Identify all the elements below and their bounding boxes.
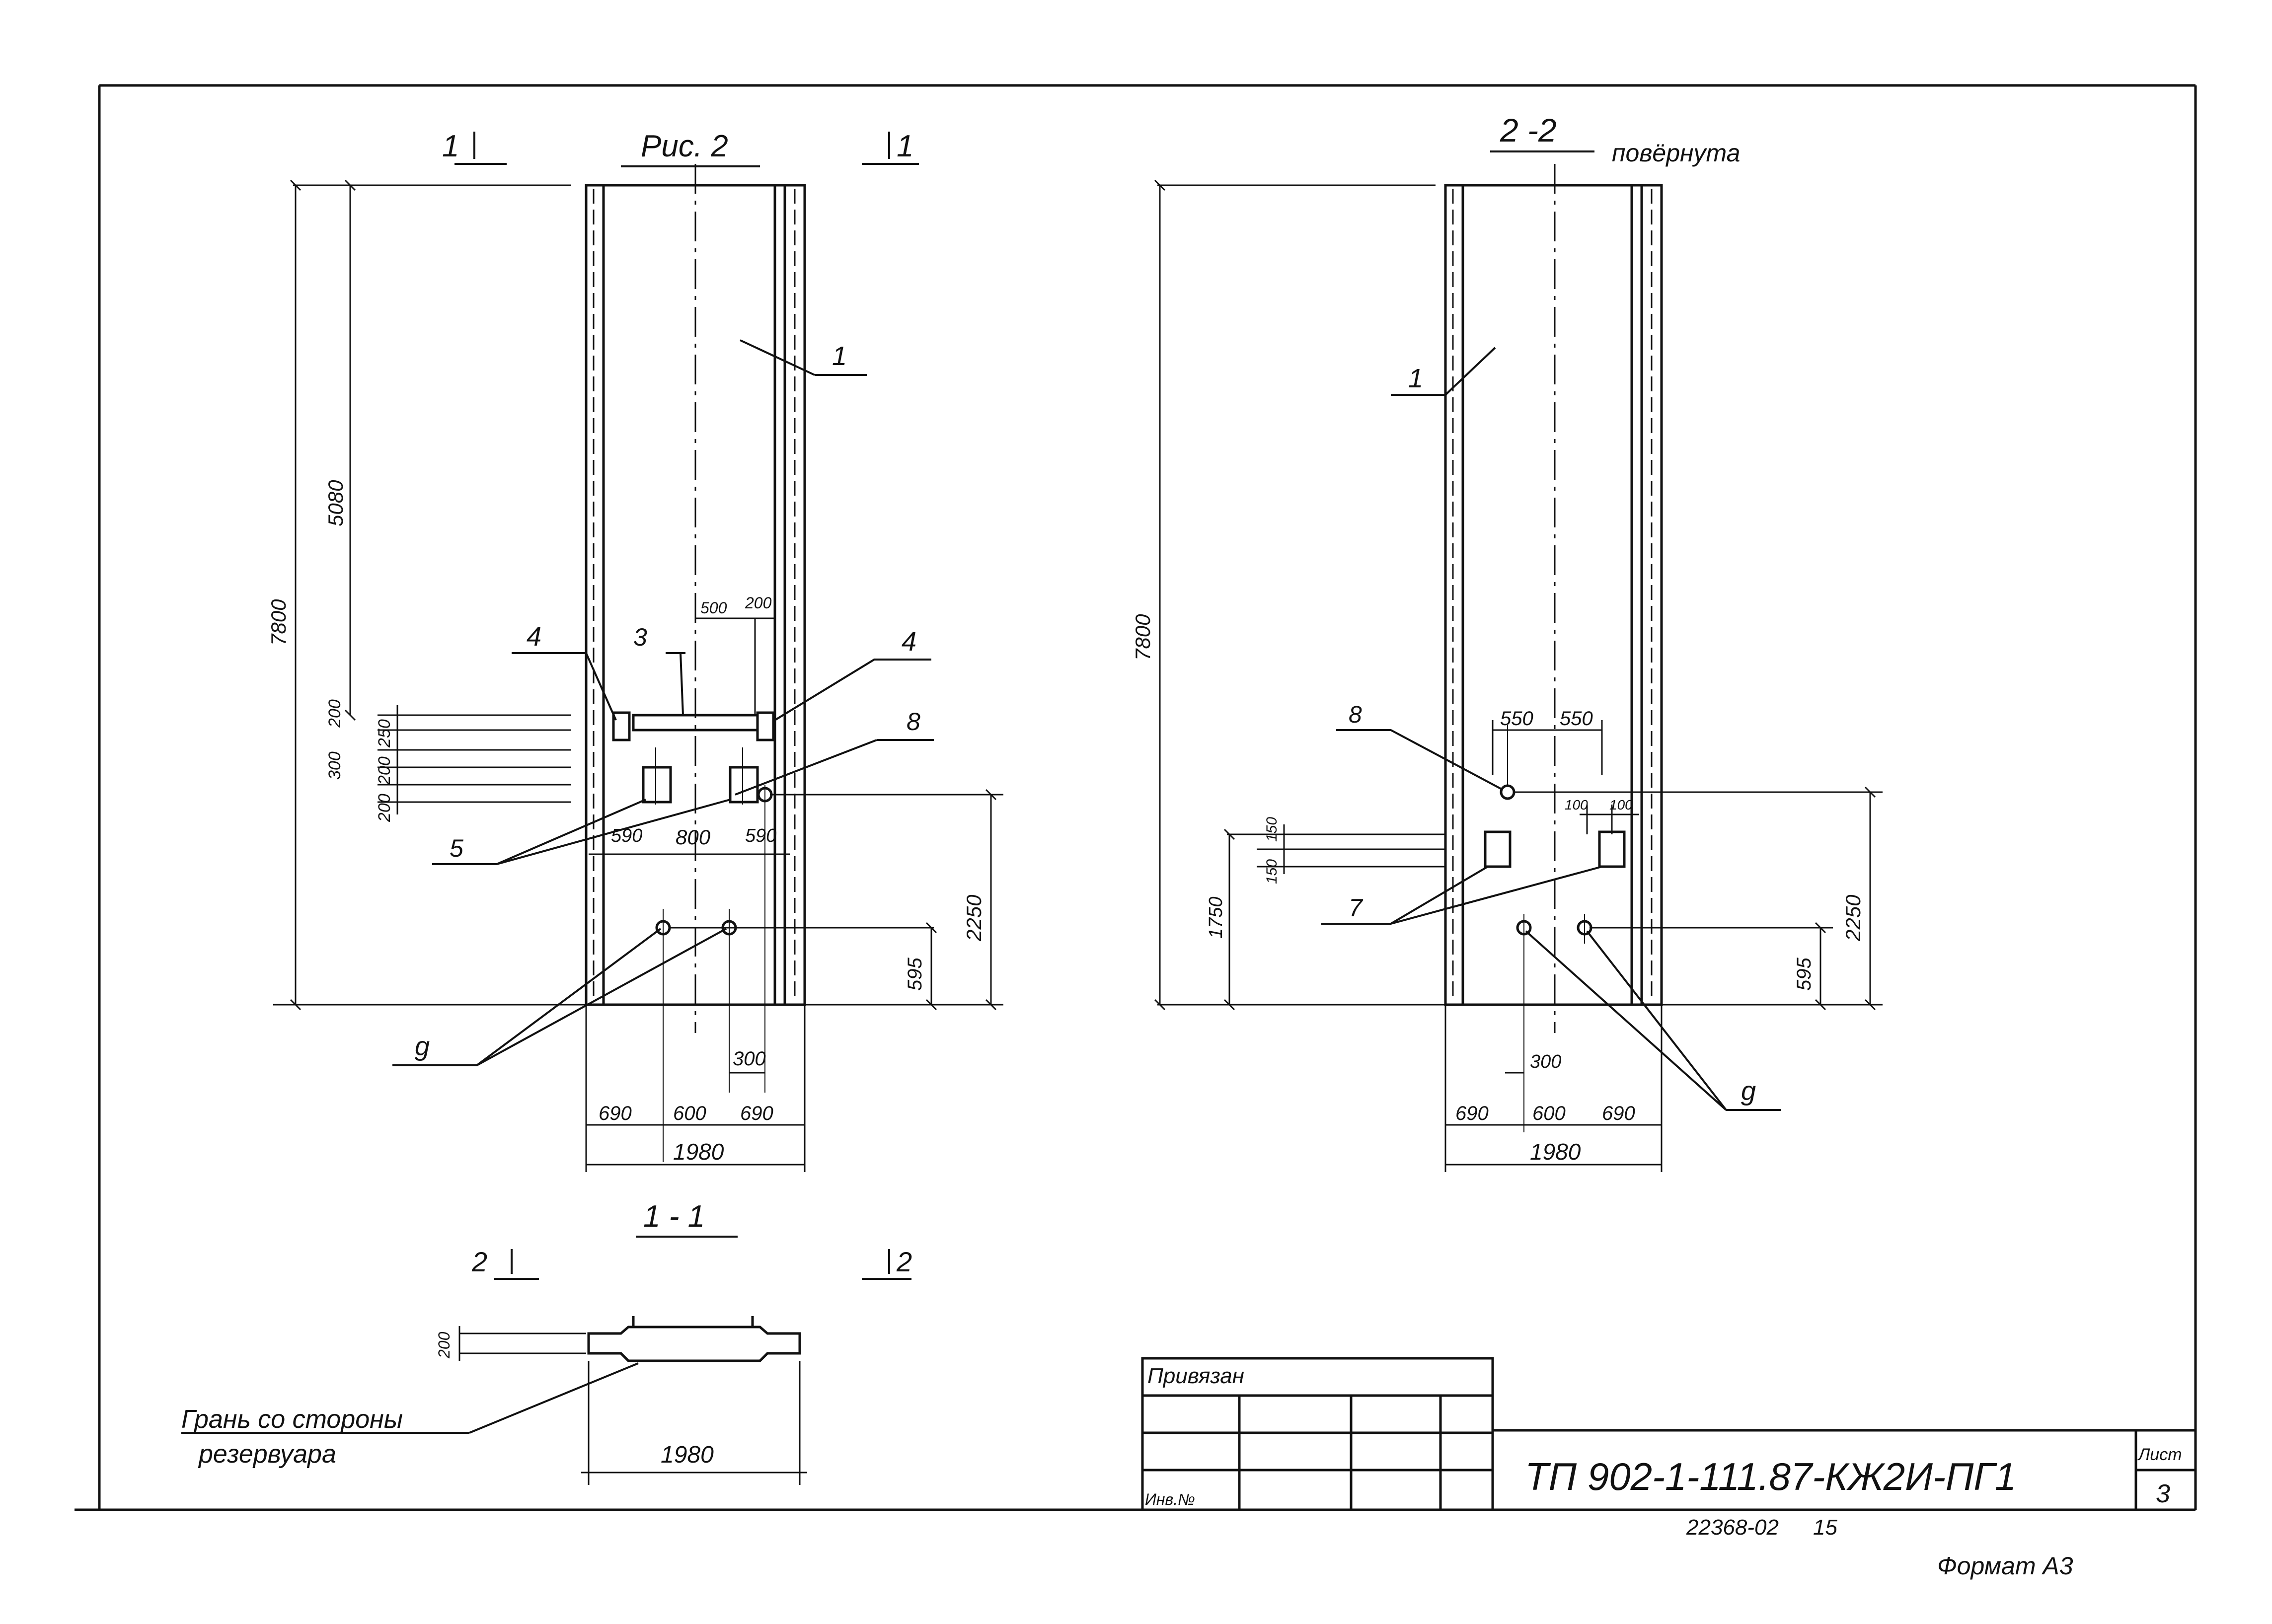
callout-9-right: g <box>1741 1076 1756 1106</box>
right-view-subtitle: повёрнута <box>1612 139 1740 167</box>
section-view-title: 1 - 1 <box>643 1199 705 1234</box>
callout-4-right: 4 <box>902 627 916 657</box>
dim-5080: 5080 <box>324 480 347 526</box>
archive-number: 22368-02 <box>1686 1515 1779 1540</box>
dim-100-b: 100 <box>1609 797 1633 812</box>
left-view: 7800 5080 200 250 300 200 200 500 200 59… <box>267 129 1003 1172</box>
sheet-number: 3 <box>2156 1479 2170 1508</box>
dim-550-b: 550 <box>1560 708 1593 730</box>
dim-100-a: 100 <box>1565 797 1588 812</box>
dim-7800-right: 7800 <box>1131 614 1154 661</box>
callout-8: 8 <box>907 708 920 736</box>
left-view-title: Рис. 2 <box>641 129 728 163</box>
dim-200-b: 200 <box>375 756 394 785</box>
dim-550-a: 550 <box>1500 708 1533 730</box>
dim-200-c: 200 <box>375 794 394 822</box>
callout-4-left: 4 <box>527 622 541 652</box>
dim-600-right: 600 <box>1532 1103 1566 1124</box>
section-view: 1 - 1 2 2 200 1980 Грань со стороны р <box>181 1199 912 1485</box>
embed-4-right <box>756 711 775 741</box>
section-profile <box>587 1326 801 1362</box>
dim-595-right: 595 <box>1793 958 1815 991</box>
sheet-frame <box>75 84 2197 1511</box>
inv-label: Инв.№ <box>1145 1490 1195 1508</box>
callout-1-right: 1 <box>1408 364 1423 393</box>
hole-8-right <box>1500 784 1515 800</box>
dim-7800: 7800 <box>267 599 290 646</box>
dim-500: 500 <box>700 599 727 617</box>
dim-250: 250 <box>375 719 394 748</box>
dim-1980-right: 1980 <box>1530 1139 1581 1165</box>
dim-690-a: 690 <box>599 1103 632 1124</box>
section-mark-2-right: 2 <box>896 1246 912 1277</box>
section-mark-1-right: 1 <box>897 129 913 163</box>
format-label: Формат А3 <box>1937 1552 2073 1580</box>
dim-150-b: 150 <box>1264 817 1280 842</box>
callout-1: 1 <box>832 341 847 371</box>
dim-690-r-b: 690 <box>1602 1103 1635 1124</box>
callout-3: 3 <box>633 623 647 651</box>
callout-9: g <box>415 1032 430 1061</box>
dim-1980-section: 1980 <box>661 1442 714 1468</box>
embed-4-left <box>612 711 631 741</box>
dim-300: 300 <box>325 751 344 780</box>
dim-200-section: 200 <box>435 1331 453 1359</box>
right-view-title: 2 -2 <box>1500 112 1557 148</box>
title-block: Привязан Инв.№ ТП 902-1-111.87-КЖ2И-ПГ1 … <box>1141 1357 2196 1580</box>
dim-200-a: 200 <box>325 699 344 728</box>
right-view: 550 550 100 100 7800 1750 150 150 <box>1131 112 1883 1172</box>
section-mark-1-left: 1 <box>442 129 459 163</box>
dim-200-top: 200 <box>745 594 772 612</box>
right-panel-outline <box>1444 184 1663 1006</box>
sheet-label: Лист <box>2137 1445 2182 1464</box>
embed-5-right <box>729 766 759 804</box>
doc-code: ТП 902-1-111.87-КЖ2И-ПГ1 <box>1525 1455 2016 1498</box>
callout-5: 5 <box>450 834 463 862</box>
dim-595: 595 <box>904 958 926 991</box>
archive-sheet: 15 <box>1813 1515 1837 1540</box>
embed-7-right <box>1598 830 1626 868</box>
callout-7: 7 <box>1349 894 1363 922</box>
note-face-line2: резервуара <box>198 1440 336 1469</box>
dim-800: 800 <box>676 825 711 849</box>
dim-1750: 1750 <box>1206 896 1226 939</box>
dim-590-b: 590 <box>745 825 776 846</box>
embed-5-left <box>642 766 672 804</box>
section-mark-2-left: 2 <box>471 1246 487 1277</box>
dim-1980: 1980 <box>673 1139 724 1165</box>
callout-8-right: 8 <box>1349 702 1362 728</box>
embed-7-left <box>1484 830 1512 868</box>
dim-300-right: 300 <box>1530 1051 1561 1072</box>
dim-600: 600 <box>673 1103 706 1124</box>
dim-690-b: 690 <box>740 1103 773 1124</box>
dim-150-a: 150 <box>1264 859 1280 884</box>
note-face-line1: Грань со стороны <box>181 1405 403 1434</box>
bound-label: Привязан <box>1147 1364 1244 1388</box>
dim-300-bottom: 300 <box>733 1048 766 1070</box>
dim-2250-right: 2250 <box>1841 894 1865 942</box>
dim-690-r-a: 690 <box>1455 1103 1489 1124</box>
dim-2250: 2250 <box>962 894 985 942</box>
